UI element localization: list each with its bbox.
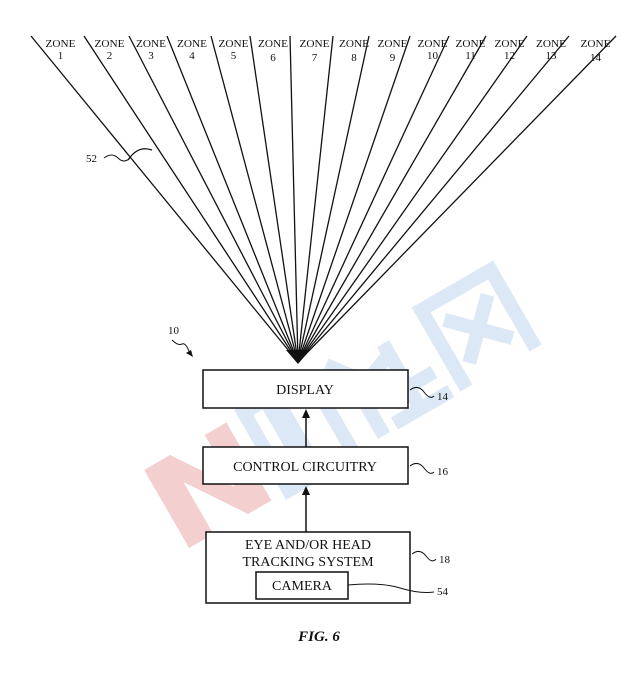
zone-boundary-line bbox=[297, 35, 487, 363]
ref-14: 14 bbox=[437, 391, 449, 403]
zone-boundary-line bbox=[249, 35, 299, 363]
zone-number: 3 bbox=[148, 50, 154, 62]
zone-word: ZONE bbox=[495, 38, 525, 50]
zone-number: 7 bbox=[312, 52, 318, 64]
zone-number: 1 bbox=[58, 50, 64, 62]
leader-16 bbox=[409, 462, 435, 474]
zone-word: ZONE bbox=[581, 38, 611, 50]
zone-label: ZONE 6 bbox=[258, 38, 288, 64]
zone-number: 8 bbox=[351, 52, 357, 64]
zone-label: ZONE 8 bbox=[339, 38, 369, 64]
ref-18: 18 bbox=[439, 554, 451, 566]
control-circuitry-label: CONTROL CIRCUITRY bbox=[233, 460, 377, 475]
zone-boundary-line bbox=[297, 35, 617, 363]
ref-10: 10 bbox=[168, 325, 180, 337]
zone-number: 10 bbox=[427, 50, 439, 62]
zone-number: 5 bbox=[231, 50, 237, 62]
zone-boundary-line bbox=[128, 35, 299, 363]
zone-number: 11 bbox=[465, 50, 476, 62]
arrowhead bbox=[302, 409, 310, 418]
zone-boundary-line bbox=[297, 35, 370, 363]
control-circuitry-block bbox=[202, 446, 409, 485]
zone-word: ZONE bbox=[418, 38, 448, 50]
ref-16: 16 bbox=[437, 466, 449, 478]
ref-54: 54 bbox=[437, 586, 449, 598]
zone-number: 4 bbox=[189, 50, 195, 62]
leader-18 bbox=[411, 550, 437, 562]
tracking-label-line2: TRACKING SYSTEM bbox=[242, 555, 374, 570]
zone-fan bbox=[30, 35, 617, 364]
zone-word: ZONE bbox=[456, 38, 486, 50]
zone-number: 12 bbox=[504, 50, 515, 62]
zone-word: ZONE bbox=[258, 38, 288, 50]
zone-boundary-line bbox=[297, 35, 450, 363]
zone-word: ZONE bbox=[300, 38, 330, 50]
zone-number: 2 bbox=[107, 50, 113, 62]
display-label: DISPLAY bbox=[276, 383, 334, 398]
leader-14 bbox=[409, 386, 435, 398]
zone-boundary-line bbox=[30, 35, 299, 363]
zone-word: ZONE bbox=[95, 38, 125, 50]
leader-54 bbox=[347, 583, 435, 593]
zone-boundary-line bbox=[83, 35, 299, 363]
figure-caption: FIG. 6 bbox=[297, 629, 340, 645]
zone-boundary-line bbox=[289, 35, 299, 363]
zone-boundary-line bbox=[297, 35, 411, 363]
zone-word: ZONE bbox=[378, 38, 408, 50]
zone-word: ZONE bbox=[339, 38, 369, 50]
ref-52: 52 bbox=[86, 153, 97, 165]
zone-label: ZONE 7 bbox=[300, 38, 330, 64]
zone-boundary-line bbox=[210, 35, 299, 363]
leader-52 bbox=[103, 154, 131, 162]
zone-number: 6 bbox=[270, 52, 276, 64]
camera-label: CAMERA bbox=[272, 579, 333, 594]
zone-labels: ZONE1ZONE2ZONE3ZONE4ZONE5ZONE6ZONE7ZONE8… bbox=[46, 38, 611, 64]
zone-boundary-line bbox=[297, 35, 528, 363]
zone-number: 14 bbox=[590, 52, 602, 64]
display-block bbox=[202, 369, 409, 409]
zone-label: ZONE 14 bbox=[581, 38, 611, 64]
angle-arc-52 bbox=[127, 148, 153, 161]
zone-word: ZONE bbox=[536, 38, 566, 50]
zone-word: ZONE bbox=[46, 38, 76, 50]
arrowhead-10 bbox=[186, 350, 193, 357]
zone-word: ZONE bbox=[177, 38, 207, 50]
zone-word: ZONE bbox=[219, 38, 249, 50]
zone-word: ZONE bbox=[136, 38, 166, 50]
arrowhead bbox=[302, 486, 310, 495]
zone-number: 9 bbox=[390, 52, 396, 64]
zone-label: ZONE 9 bbox=[378, 38, 408, 64]
camera-block bbox=[255, 571, 349, 600]
zone-boundary-line bbox=[297, 35, 570, 363]
fan-apex bbox=[286, 350, 310, 364]
tracking-label-line1: EYE AND/OR HEAD bbox=[245, 538, 371, 553]
leader-10 bbox=[171, 339, 191, 355]
zone-boundary-line bbox=[297, 35, 334, 363]
zone-number: 13 bbox=[546, 50, 558, 62]
zone-boundary-line bbox=[166, 35, 299, 363]
